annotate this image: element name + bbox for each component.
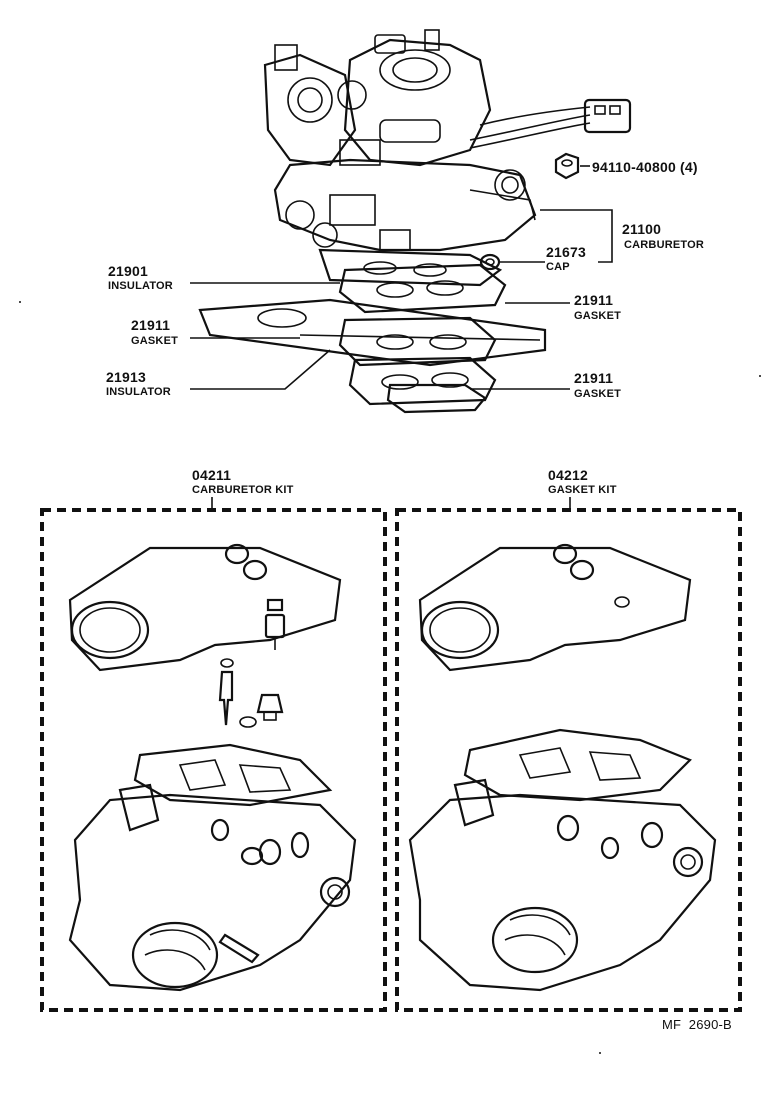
gasket-lower-right-part-number: 21911: [574, 370, 614, 386]
leader-lines: [190, 165, 613, 390]
gasket-kit-box: [395, 508, 742, 1012]
carburetor-part-number: 21100: [622, 221, 662, 237]
gasket-lower-right-part-name: GASKET: [574, 388, 622, 400]
diagram-code: MF 2690-B: [662, 1017, 732, 1032]
gasket-upper-right-part-number: 21911: [574, 292, 614, 308]
insulator-lower-part-number: 21913: [106, 369, 146, 385]
gasket-left-part-number: 21911: [131, 317, 171, 333]
carburetor-kit-name: CARBURETOR KIT: [192, 484, 294, 496]
cap-part-number: 21673: [546, 244, 586, 260]
cap-part-name: CAP: [546, 261, 570, 273]
insulator-upper-part-name: INSULATOR: [108, 280, 173, 292]
carburetor-kit-box: [40, 508, 387, 1012]
gasket-upper-right-part-name: GASKET: [574, 310, 622, 322]
gasket-kit-number: 04212: [548, 467, 588, 483]
gasket-left-part-name: GASKET: [131, 335, 179, 347]
gasket-kit-name: GASKET KIT: [548, 484, 617, 496]
nut-part-number: 94110-40800 (4): [592, 159, 698, 175]
gasket-stack-illustration: [198, 263, 547, 414]
insulator-upper-part-number: 21901: [108, 263, 148, 279]
gasket-kit-illustration: [408, 543, 717, 992]
carburetor-assembly-illustration: [263, 29, 632, 287]
carburetor-part-name: CARBURETOR: [624, 239, 705, 251]
cap-part: [479, 253, 501, 271]
nut-part: [554, 152, 580, 180]
carburetor-kit-number: 04211: [192, 467, 232, 483]
carburetor-kit-illustration: [68, 543, 357, 992]
insulator-lower-part-name: INSULATOR: [106, 386, 171, 398]
